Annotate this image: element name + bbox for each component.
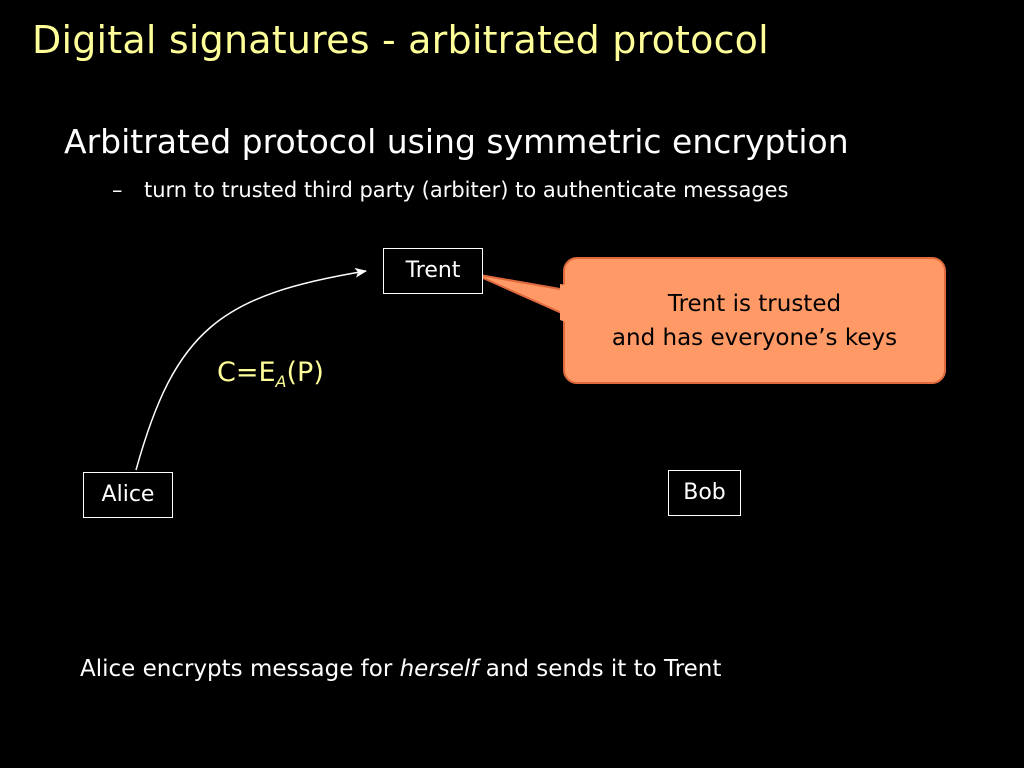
sub-bullet-text: turn to trusted third party (arbiter) to… (144, 178, 789, 202)
caption-before: Alice encrypts message for (80, 656, 400, 682)
sub-bullet-marker: – (112, 178, 123, 202)
node-bob: Bob (668, 470, 741, 516)
arrow-alice-to-trent (135, 267, 367, 471)
callout-line-2: and has everyone’s keys (611, 325, 898, 351)
callout-line-1: Trent is trusted (667, 291, 842, 317)
formula-subscript: A (275, 372, 287, 391)
bullet-heading: Arbitrated protocol using symmetric encr… (64, 122, 849, 161)
edge-label-ciphertext: C=EA(P) (217, 357, 324, 391)
formula-prefix: C=E (217, 357, 276, 388)
caption-emphasis: herself (399, 656, 479, 682)
caption-after: and sends it to Trent (478, 656, 722, 682)
callout-trent-trusted: Trent is trusted and has everyone’s keys (563, 257, 946, 384)
slide-title: Digital signatures - arbitrated protocol (32, 18, 769, 62)
node-trent: Trent (383, 248, 483, 294)
sub-bullet: –turn to trusted third party (arbiter) t… (112, 178, 789, 202)
slide-caption: Alice encrypts message for herself and s… (80, 656, 721, 682)
node-alice: Alice (83, 472, 173, 518)
formula-suffix: (P) (286, 357, 324, 388)
callout-tail-fill (560, 284, 600, 334)
